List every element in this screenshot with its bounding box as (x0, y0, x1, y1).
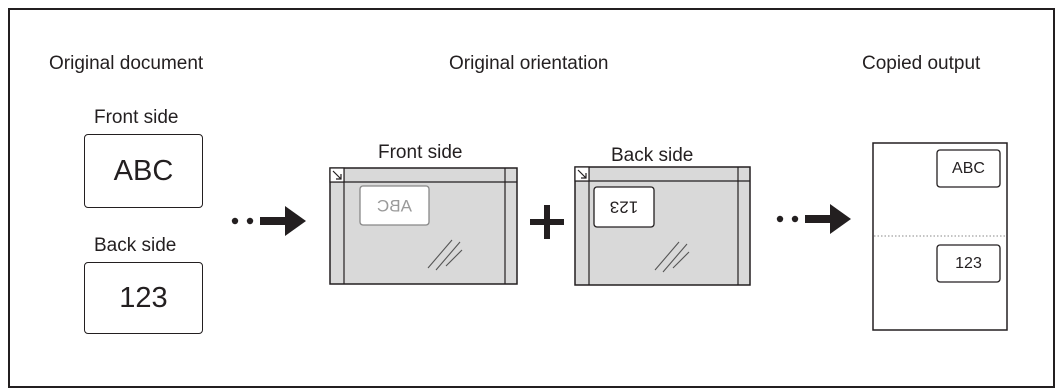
scanner-glass-front: ABC (329, 167, 518, 285)
original-back-label: Back side (94, 235, 177, 256)
heading-copied-output: Copied output (862, 53, 981, 74)
original-front-text: ABC (113, 154, 174, 187)
dotted-arrow-1-icon (231, 206, 306, 236)
original-back-card: 123 (84, 262, 203, 334)
glass-reflection-icon (427, 239, 463, 271)
copied-output-sheet: ABC 123 (872, 142, 1008, 331)
dotted-arrow-2-icon (776, 204, 851, 234)
glass-front-mirrored-text: ABC (377, 197, 412, 216)
output-bottom-text: 123 (955, 255, 982, 272)
heading-original-document: Original document (49, 53, 204, 74)
corner-arrow-icon (577, 169, 587, 179)
original-back-text: 123 (119, 281, 168, 314)
original-front-label: Front side (94, 107, 179, 128)
glass-reflection-icon (654, 241, 690, 273)
diagram-graphics: ABC 123 (231, 142, 1008, 331)
heading-original-orientation: Original orientation (449, 53, 609, 74)
glass-back-label: Back side (611, 145, 694, 166)
corner-arrow-icon (332, 170, 342, 180)
scanner-glass-back: 123 (574, 166, 751, 286)
output-top-text: ABC (952, 160, 985, 177)
glass-front-label: Front side (378, 142, 463, 163)
glass-back-inverted-text: 123 (610, 198, 638, 217)
plus-icon (530, 205, 564, 239)
original-front-card: ABC (84, 134, 203, 208)
